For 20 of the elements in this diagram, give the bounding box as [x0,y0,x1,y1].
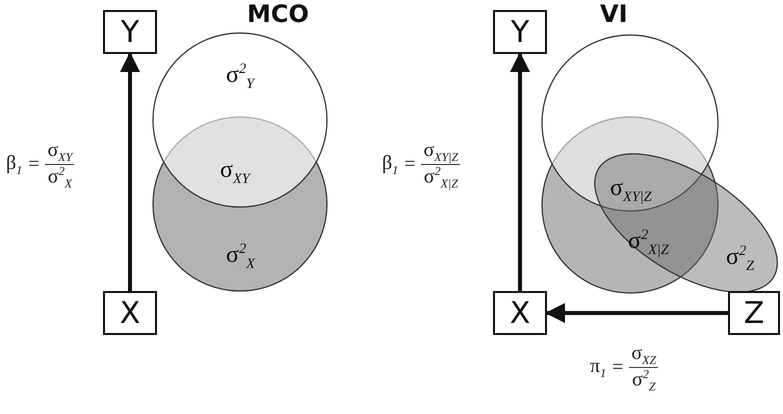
panel-title: VI [600,0,628,28]
variable-label: X [120,296,140,330]
variable-box [493,291,547,335]
variable-label: X [510,296,530,330]
variance-circle [541,116,719,294]
variable-box [728,291,780,335]
variable-label: Y [510,14,530,50]
arrow [510,52,530,291]
variance-label: σ$_{XY}$ [220,158,250,186]
variable-box [103,291,157,335]
variance-label: σ$_{XY|Z}$ [610,176,652,204]
panel-title: MCO [247,0,309,28]
arrow [120,52,140,291]
arrow [545,303,728,323]
variable-box [103,10,157,54]
variable-label: Z [744,296,764,330]
variable-label: Y [120,14,140,50]
variable-box [493,10,547,54]
variance-circle [152,116,328,292]
variance-circle [152,32,328,208]
